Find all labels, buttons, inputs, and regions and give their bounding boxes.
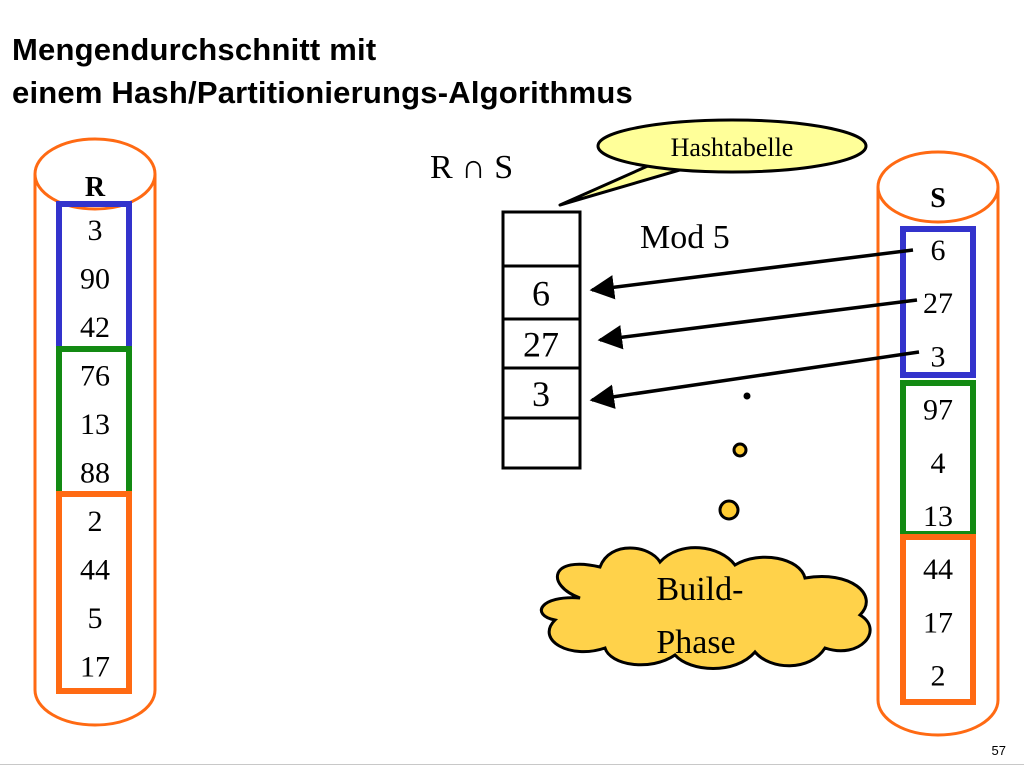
hash-table-value: 6 [532, 274, 550, 314]
relation-s-values: 6 27 3 97 4 13 44 17 2 [923, 234, 953, 693]
hash-table-slot [501, 416, 582, 470]
intersection-label: R ∩ S [430, 149, 513, 186]
r-value: 42 [80, 311, 110, 344]
relation-s-label: S [930, 183, 946, 214]
r-value: 90 [80, 263, 110, 296]
hash-table-slot [501, 210, 582, 268]
r-value: 44 [80, 554, 110, 587]
hash-table-value: 3 [532, 374, 550, 414]
dot-small [743, 392, 751, 400]
r-value: 17 [80, 651, 110, 684]
s-value: 44 [923, 553, 953, 586]
r-value: 76 [80, 360, 110, 393]
s-value: 2 [931, 660, 946, 693]
r-partition-orange [56, 491, 132, 694]
r-value: 13 [80, 408, 110, 441]
relation-r-cylinder [33, 137, 157, 727]
cloud-line-2: Phase [656, 624, 735, 661]
hash-function-label: Mod 5 [640, 219, 730, 256]
title-line-1: Mengendurchschnitt mit [12, 32, 377, 67]
r-value: 2 [88, 505, 103, 538]
title-line-2: einem Hash/Partitionierungs-Algorithmus [12, 75, 633, 110]
s-partition-orange [900, 534, 976, 705]
relation-s-cylinder [876, 150, 1000, 737]
slide-title: Mengendurchschnitt mit einem Hash/Partit… [12, 28, 633, 114]
hash-table: 6 27 3 [501, 210, 582, 470]
arrow-3 [589, 350, 920, 409]
s-value: 13 [923, 500, 953, 533]
hashtabelle-callout: Hashtabelle [558, 118, 868, 207]
s-value: 3 [931, 340, 946, 373]
callout-text: Hashtabelle [671, 133, 794, 162]
page-number: 57 [991, 743, 1006, 758]
s-value: 97 [923, 394, 953, 427]
hash-table-slot [501, 264, 582, 321]
hash-table-value: 27 [523, 325, 559, 365]
hash-table-slot [501, 366, 582, 420]
dot-medium [732, 442, 748, 458]
r-value: 88 [80, 457, 110, 490]
s-value: 6 [931, 234, 946, 267]
arrow-6 [589, 248, 914, 300]
relation-r-values: 3 90 42 76 13 88 2 44 5 17 [80, 214, 110, 684]
arrow-27 [597, 298, 918, 350]
s-value: 27 [923, 287, 953, 320]
s-value: 4 [931, 447, 946, 480]
build-phase-cloud: Build- Phase [539, 546, 872, 670]
footer-divider [0, 764, 1024, 765]
r-value: 3 [88, 214, 103, 247]
dot-large [718, 499, 740, 521]
s-value: 17 [923, 606, 953, 639]
r-value: 5 [88, 602, 103, 635]
relation-r-label: R [85, 172, 106, 203]
cloud-line-1: Build- [657, 571, 744, 608]
